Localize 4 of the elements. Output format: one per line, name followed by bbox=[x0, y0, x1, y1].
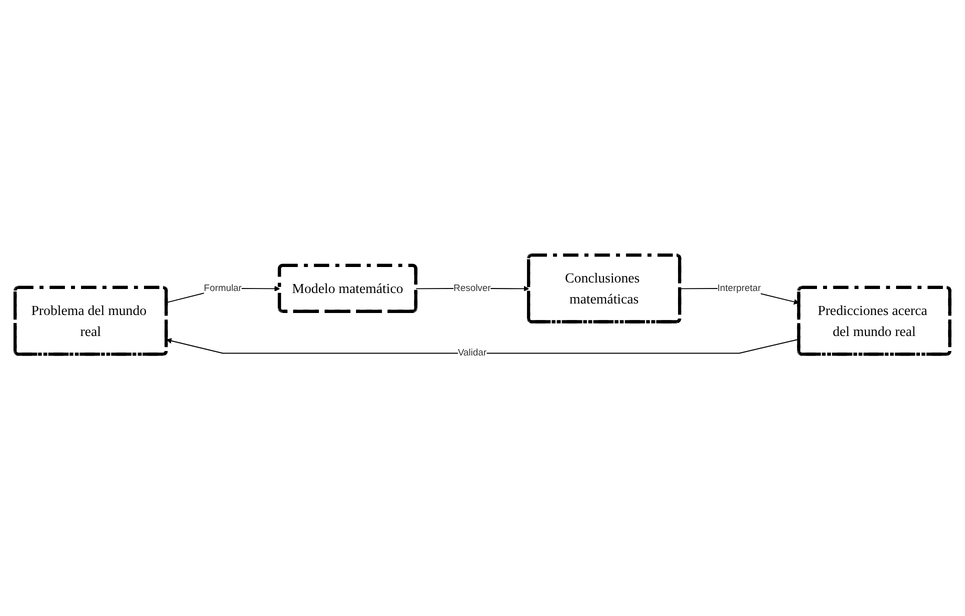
edge-label: Interpretar bbox=[717, 282, 762, 294]
edge-label: Resolver bbox=[454, 282, 491, 294]
edge-label: Validar bbox=[458, 348, 487, 358]
edge-label: Formular bbox=[204, 282, 242, 294]
